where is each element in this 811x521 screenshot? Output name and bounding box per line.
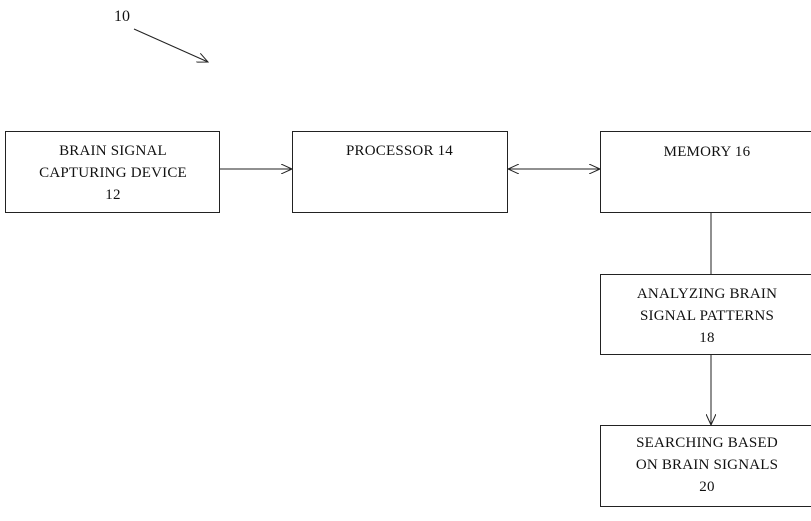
searching-label-line-1: SEARCHING BASED <box>600 432 811 454</box>
capture-label-line-2: CAPTURING DEVICE <box>6 162 220 184</box>
capture-label-line-1: BRAIN SIGNAL <box>6 140 220 162</box>
memory-block-label: MEMORY 16 <box>600 141 811 163</box>
analyzing-block-label: ANALYZING BRAIN SIGNAL PATTERNS 18 <box>600 283 811 349</box>
analyzing-label-line-2: SIGNAL PATTERNS <box>600 305 811 327</box>
processor-label-line-1: PROCESSOR 14 <box>292 140 507 162</box>
capture-label-line-3: 12 <box>6 184 220 206</box>
searching-label-line-2: ON BRAIN SIGNALS <box>600 454 811 476</box>
searching-label-line-3: 20 <box>600 476 811 498</box>
capture-block-label: BRAIN SIGNAL CAPTURING DEVICE 12 <box>6 140 220 206</box>
figure-reference-numeral: 10 <box>114 8 130 26</box>
analyzing-label-line-3: 18 <box>600 327 811 349</box>
reference-pointer-arrow <box>134 29 208 62</box>
analyzing-label-line-1: ANALYZING BRAIN <box>600 283 811 305</box>
searching-block-label: SEARCHING BASED ON BRAIN SIGNALS 20 <box>600 432 811 498</box>
memory-label-line-1: MEMORY 16 <box>600 141 811 163</box>
processor-block-label: PROCESSOR 14 <box>292 140 507 162</box>
